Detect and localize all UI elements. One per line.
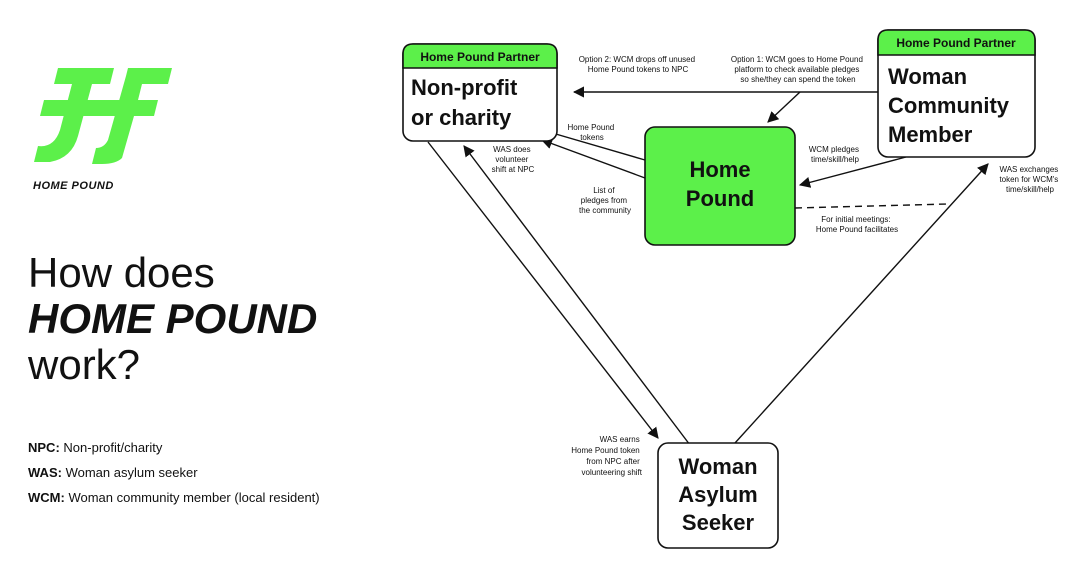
brand-wordmark: HOME POUND	[33, 180, 114, 192]
title-line-2: HOME POUND	[28, 295, 318, 342]
node-was: Woman Asylum Seeker	[657, 442, 779, 549]
annotations: Option 2: WCM drops off unused Home Poun…	[492, 55, 1060, 477]
title-line-1: How does	[28, 249, 215, 296]
was-label-line1: Woman	[678, 454, 757, 479]
annot-pledges-list: List of pledges from the community	[579, 186, 631, 215]
was-label-line3: Seeker	[682, 510, 755, 535]
arrow-was-to-npc	[463, 145, 691, 446]
npc-label-line2: or charity	[411, 105, 512, 130]
arrow-npc-to-was	[427, 141, 659, 439]
node-home-pound: Home Pound	[644, 126, 796, 246]
arrow-wcm-to-hp	[767, 91, 801, 123]
was-label-line2: Asylum	[678, 482, 757, 507]
abbreviation-legend: NPC: Non-profit/charity WAS: Woman asylu…	[28, 440, 320, 515]
page-title: How does HOME POUND work?	[28, 250, 317, 388]
annot-option2: Option 2: WCM drops off unused Home Poun…	[579, 55, 698, 74]
title-line-3: work?	[28, 341, 141, 388]
node-wcm: Home Pound Partner Woman Community Membe…	[877, 29, 1036, 158]
legend-item-wcm: WCM: Woman community member (local resid…	[28, 490, 320, 505]
connectors	[427, 86, 989, 446]
node-npc: Home Pound Partner Non-profit or charity	[402, 43, 558, 142]
hp-label-line1: Home	[689, 157, 750, 182]
arrow-was-to-wcm	[734, 163, 989, 444]
wcm-label-line1: Woman	[888, 64, 967, 89]
wcm-label-line3: Member	[888, 122, 973, 147]
annot-was-volunteer: WAS does volunteer shift at NPC	[492, 145, 535, 174]
npc-label-line1: Non-profit	[411, 75, 518, 100]
hp-label-line2: Pound	[686, 186, 754, 211]
annot-initial-meetings: For initial meetings: Home Pound facilit…	[816, 215, 898, 234]
arrow-pledges-to-npc	[540, 138, 646, 179]
arrow-hp-tokens-to-npc	[540, 127, 646, 161]
npc-tag: Home Pound Partner	[420, 50, 540, 64]
wcm-label-line2: Community	[888, 93, 1010, 118]
arrow-wcm-pledges-to-hp	[798, 156, 907, 188]
hf-monogram-icon	[34, 68, 172, 164]
legend-item-was: WAS: Woman asylum seeker	[28, 465, 198, 480]
annot-hp-tokens: Home Pound tokens	[568, 123, 617, 142]
annot-wcm-pledges: WCM pledges time/skill/help	[809, 145, 861, 164]
annot-option1: Option 1: WCM goes to Home Pound platfor…	[731, 55, 865, 84]
legend-item-npc: NPC: Non-profit/charity	[28, 440, 163, 455]
dashed-hp-to-wcm	[794, 203, 949, 209]
annot-was-exchanges: WAS exchanges token for WCM's time/skill…	[999, 165, 1060, 194]
wcm-tag: Home Pound Partner	[896, 36, 1016, 50]
annot-was-earns: WAS earns Home Pound token from NPC afte…	[571, 435, 643, 477]
